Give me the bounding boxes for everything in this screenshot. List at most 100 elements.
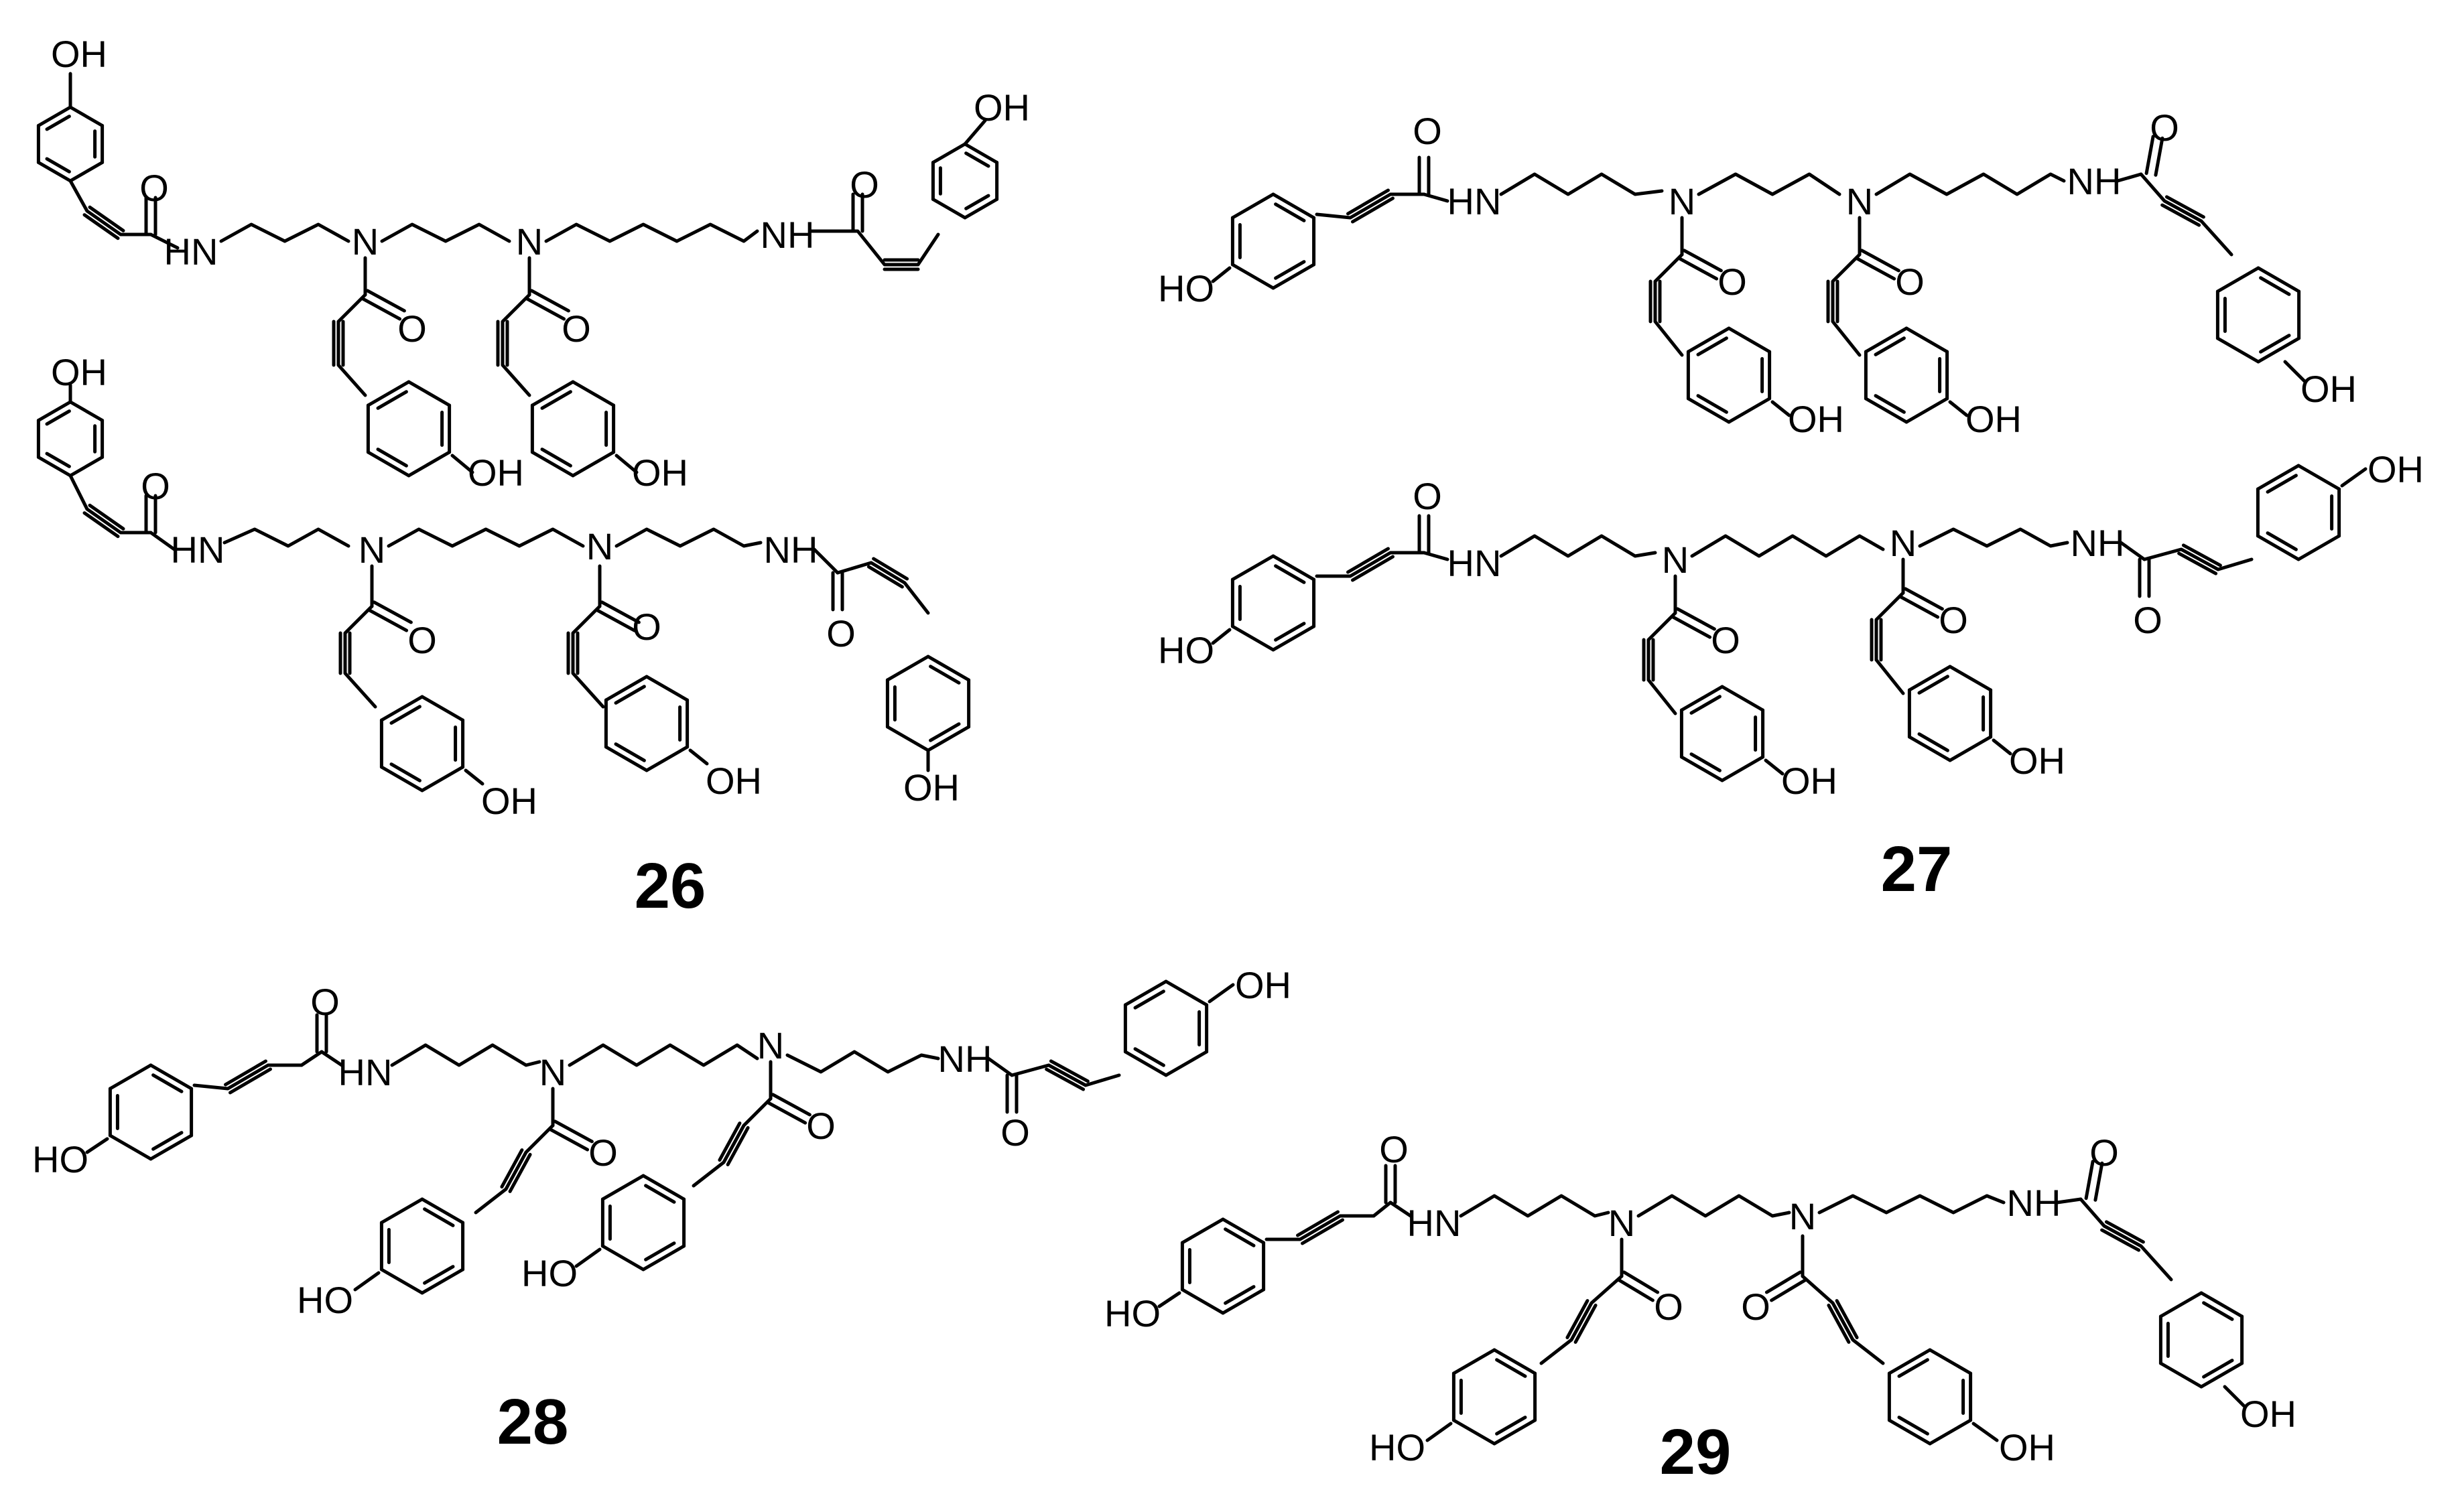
propyl-chain [219,222,350,243]
aromatic-double-bond [1689,695,1722,715]
benzene-ring-bond [600,1174,645,1201]
benzene-ring-bond [1492,1348,1537,1375]
aromatic-double-bond [614,742,646,762]
amide-bond [812,547,840,575]
trans-alkene-double-bond [1351,555,1395,582]
carbonyl-oxygen-label: O [2150,107,2179,149]
cis-alkene-chain [501,293,531,397]
cis-alkene-chain [68,179,153,236]
trans-alkene-double-bond [2104,1220,2145,1244]
aromatic-double-bond [929,722,961,742]
amine-nitrogen-label: N [539,1051,566,1093]
aromatic-double-bond [1274,260,1306,280]
carbonyl-oxygen-label: O [1413,110,1442,152]
propyl-chain [614,527,763,548]
propyl-chain [1918,527,2069,548]
amide-nh-label: HN [1407,1202,1462,1244]
benzene-ring-bond [2296,464,2341,491]
hydroxyl-label: OH [2240,1393,2296,1435]
propyl-chain [222,527,350,548]
amide-nh-label: HN [1447,180,1502,222]
benzene-ring-bond [2256,266,2301,293]
aromatic-double-bond [45,115,71,131]
butyl-chain [1690,534,1885,558]
cis-alkene-chain [343,604,377,709]
amine-nitrogen-label: N [352,220,379,263]
aromatic-double-bond [1274,202,1306,222]
hydroxyl-label: OH [51,351,107,393]
carbonyl-double-bond [365,289,406,313]
hydroxyl-label: OH [632,452,688,494]
aromatic-double-bond [2266,474,2298,494]
hydroxyl-label: HO [1369,1426,1425,1468]
carbonyl-oxygen-label: O [588,1132,618,1174]
aromatic-double-bond [1274,564,1306,584]
carbonyl-double-bond [1617,1278,1655,1302]
trans-alkene-double-bond [2181,543,2222,567]
benzene-ring-bond [1230,624,1275,652]
carbonyl-double-bond [1903,587,1944,611]
benzene-ring-bond [1727,326,1772,354]
trans-alkene-double-bond [1045,1067,1086,1091]
trans-alkene-chain [2079,1197,2173,1282]
benzene-ring-bond [1948,735,1993,762]
compound-label-29: 29 [1660,1416,1732,1488]
benzene-ring-bond [645,675,690,702]
benzene-ring-bond [1887,1418,1932,1446]
carbonyl-oxygen-label: O [1717,261,1747,303]
benzene-ring-bond [420,695,465,722]
aromatic-double-bond [644,1241,676,1261]
oh-bond [85,1137,109,1154]
benzene-ring-bond [1123,979,1168,1007]
benzene-ring-bond [379,1267,424,1295]
aromatic-double-bond [423,1265,455,1285]
cis-alkene-chain [836,229,940,267]
benzene-ring-bond [1230,263,1275,290]
benzene-ring-bond [1221,1288,1266,1315]
carbonyl-oxygen-label: O [1379,1128,1409,1170]
oh-bond [450,454,474,474]
carbonyl-oxygen-label: O [1711,619,1740,661]
compound-label-26: 26 [635,850,706,922]
carbonyl-double-bond [1675,607,1716,631]
amine-nitrogen-label: N [1608,1202,1635,1244]
benzene-ring-bond [2256,336,2301,364]
aromatic-double-bond [376,390,408,410]
carbonyl-oxygen-label: O [139,167,169,209]
trans-alkene-double-bond [1346,547,1390,574]
amide-nh-label: HN [164,230,218,273]
benzene-ring-bond [1904,397,1949,424]
amide-bond [2119,541,2146,561]
hydroxyl-label: OH [706,760,762,802]
benzene-ring-bond [1907,735,1952,762]
benzene-ring-bond [885,655,930,682]
propyl-chain [1697,172,1841,196]
amide-bond [149,232,180,250]
hydroxyl-label: HO [1158,267,1214,310]
aromatic-double-bond [2259,276,2291,296]
benzene-ring-bond [1180,1288,1225,1315]
carbonyl-double-bond [1899,595,1940,619]
carbonyl-double-bond [368,608,409,632]
carbonyl-oxygen-label: O [562,307,591,350]
cis-alkene-chain [1653,253,1684,357]
trans-alkene-double-bond [224,1059,267,1087]
carbonyl-double-bond [2154,136,2164,177]
cis-alkene-chain [1646,611,1677,715]
trans-alkene-double-bond [1049,1059,1090,1083]
trans-alkene-chain [692,1097,773,1188]
carbonyl-double-bond [596,608,637,632]
benzene-ring-bond [641,1244,686,1272]
benzene-ring-bond [600,1244,645,1272]
oh-bond [1764,758,1785,776]
oh-bond [574,1247,602,1268]
benzene-ring-bond [407,450,452,478]
hydroxyl-label: OH [1235,964,1291,1006]
aromatic-double-bond [423,1207,455,1227]
benzene-ring-bond [1887,1348,1932,1375]
aromatic-double-bond [45,409,71,426]
butyl-chain [544,222,759,243]
benzene-ring-bond [1164,979,1209,1007]
aromatic-double-bond [1133,989,1165,1010]
